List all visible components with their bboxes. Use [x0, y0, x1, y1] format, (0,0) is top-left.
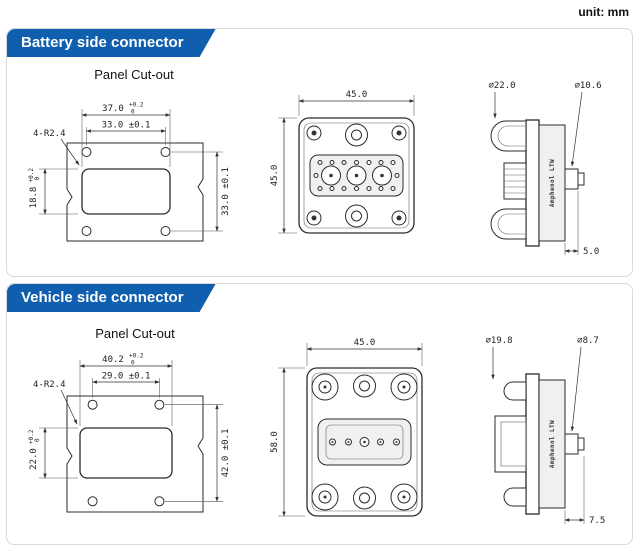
battery-side-view-drawing: Amphenol LTW ⌀22.0 ⌀10.6 5.0 [488, 81, 601, 257]
dim-hole-v-spacing: 42.0 ±0.1 [221, 429, 231, 478]
mounting-hole [81, 226, 92, 236]
guide-posts [345, 123, 368, 228]
guide-posts [353, 374, 376, 510]
dim-flange-offset: 7.5 [589, 516, 605, 526]
dim-hole-v-spacing-group: 33.0 ±0.1 [221, 167, 231, 216]
dim-cutout-width: 40.2 [102, 355, 124, 365]
corner-radius-callout: 4-R2.4 [33, 380, 66, 390]
dim-dia-large: ⌀22.0 [488, 81, 515, 91]
bottom-tab [503, 487, 527, 507]
mounting-hole [160, 226, 171, 236]
housing [538, 124, 566, 242]
brand-label-group: Amphenol LTW [549, 420, 556, 468]
dim-cutout-height-tol-minus: 0 [34, 177, 41, 181]
dim-cutout-width-tol-minus: 0 [131, 360, 135, 367]
brand-label: Amphenol LTW [549, 420, 556, 468]
dim-cutout-height-tol-plus: +0.2 [28, 429, 35, 444]
vehicle-panel-cutout-drawing: Panel Cut-out 40.2 +0.2 0 29.0 ±0.1 4-R2… [28, 326, 231, 513]
dim-cutout-width-tol-minus: 0 [131, 109, 135, 116]
dim-hole-v-spacing: 33.0 ±0.1 [221, 167, 231, 216]
cutout-opening [79, 427, 173, 479]
dim-front-width: 45.0 [346, 90, 368, 100]
vehicle-section: Vehicle side connector Panel Cut-out 40.… [6, 283, 633, 545]
dim-dia-large: ⌀19.8 [485, 336, 512, 346]
top-contact-bushing [490, 120, 527, 152]
housing [538, 379, 566, 509]
dim-dia-small: ⌀10.6 [574, 81, 601, 91]
dim-cutout-height: 22.0 [29, 448, 39, 470]
dim-hole-h-spacing: 29.0 ±0.1 [102, 372, 151, 382]
mounting-flange [525, 373, 540, 515]
corner-radius-callout: 4-R2.4 [33, 129, 66, 139]
battery-drawing: Panel Cut-out 37.0 +0.2 0 33.0 ±0.1 4-R2… [28, 67, 602, 257]
dim-cutout-width-tol-plus: +0.2 [129, 353, 144, 360]
front-shroud [494, 415, 527, 473]
dim-front-height-group: 45.0 [270, 165, 280, 187]
bottom-contact-bushing [490, 208, 527, 240]
vehicle-cutout-title: Panel Cut-out [95, 326, 175, 341]
mounting-flange [525, 119, 540, 247]
dim-flange-offset: 5.0 [583, 247, 599, 257]
dim-cutout-height-group: 22.0 +0.2 0 [28, 429, 41, 470]
mounting-hole [154, 496, 165, 507]
battery-front-view-drawing: 45.0 45.0 [270, 90, 415, 234]
battery-cutout-title: Panel Cut-out [94, 67, 174, 82]
rear-terminal [564, 168, 579, 190]
dim-front-width: 45.0 [354, 338, 376, 348]
corner-screw-holes [306, 125, 407, 226]
dim-dia-small: ⌀8.7 [577, 336, 599, 346]
vehicle-side-view-drawing: Amphenol LTW ⌀19.8 ⌀8.7 7.5 [485, 336, 605, 526]
corner-bosses [311, 373, 418, 511]
dim-cutout-height: 18.8 [29, 187, 39, 209]
dim-front-height: 45.0 [270, 165, 280, 187]
brand-label-group: Amphenol LTW [549, 159, 556, 207]
signal-pins [329, 437, 400, 447]
dim-front-height-group: 58.0 [270, 431, 280, 453]
power-contacts [313, 165, 400, 186]
vehicle-front-view-drawing: 45.0 58.0 [270, 338, 423, 517]
dim-cutout-width-tol-plus: +0.2 [129, 102, 144, 109]
battery-panel-cutout-drawing: Panel Cut-out 37.0 +0.2 0 33.0 ±0.1 4-R2… [28, 67, 231, 242]
dim-hole-v-spacing-group: 42.0 ±0.1 [221, 429, 231, 478]
battery-section-header: Battery side connector [7, 29, 216, 57]
top-tab [503, 381, 527, 401]
mounting-hole [87, 496, 98, 507]
mounting-hole [160, 147, 171, 157]
signal-pins [317, 160, 396, 191]
vehicle-drawing: Panel Cut-out 40.2 +0.2 0 29.0 ±0.1 4-R2… [28, 326, 605, 526]
rear-terminal [564, 433, 579, 455]
ribs [504, 168, 526, 194]
mounting-hole [81, 147, 92, 157]
mounting-hole [154, 399, 165, 410]
dim-hole-h-spacing: 33.0 ±0.1 [102, 121, 151, 131]
unit-label: unit: mm [578, 5, 629, 19]
dim-cutout-height-group: 18.8 +0.2 0 [28, 168, 41, 209]
cutout-opening [81, 168, 171, 215]
dim-front-height: 58.0 [270, 431, 280, 453]
brand-label: Amphenol LTW [549, 159, 556, 207]
dim-cutout-width: 37.0 [102, 104, 124, 114]
dim-cutout-height-tol-minus: 0 [34, 438, 41, 442]
battery-section: Battery side connector Panel Cut-out 37.… [6, 28, 633, 277]
vehicle-section-header: Vehicle side connector [7, 284, 216, 312]
mounting-hole [87, 399, 98, 410]
dim-cutout-height-tol-plus: +0.2 [28, 168, 35, 183]
